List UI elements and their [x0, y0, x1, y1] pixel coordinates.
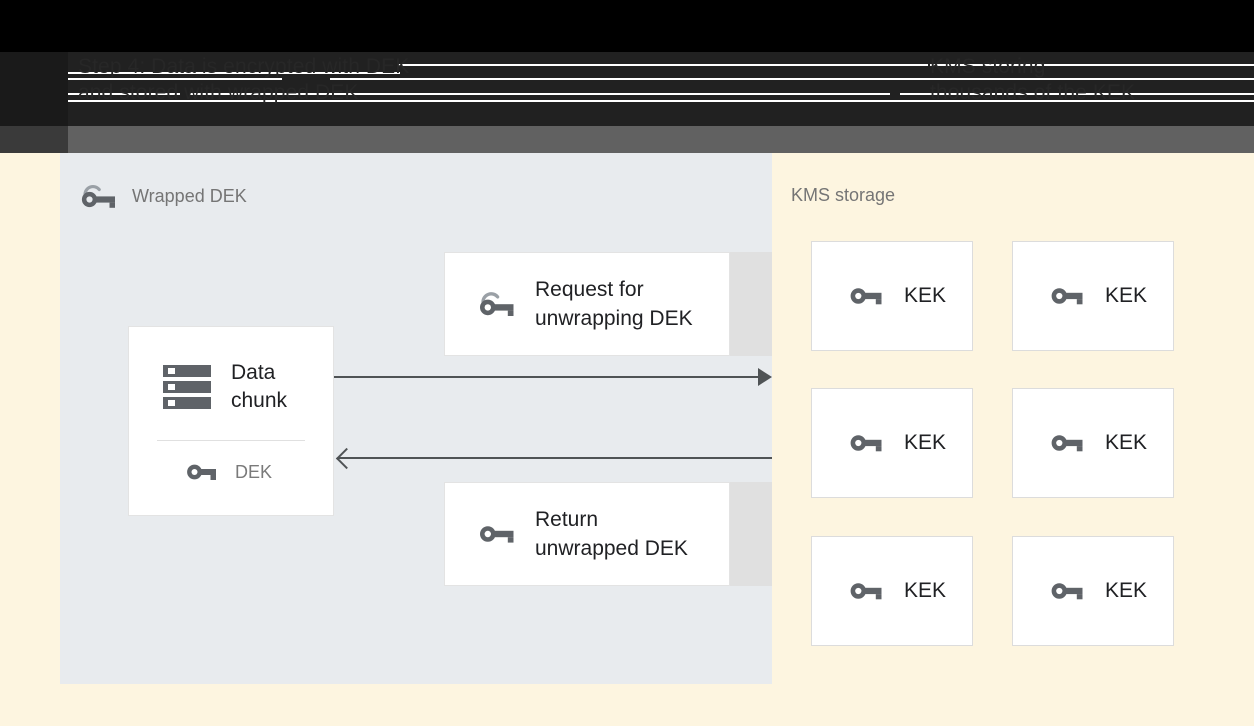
request-unwrapping-line-1: Request for [535, 278, 644, 301]
data-chunk-icon [161, 362, 213, 412]
request-arrow-head [758, 368, 772, 386]
title-bar [0, 52, 1254, 126]
return-unwrapped-label: Return unwrapped DEK [535, 505, 688, 563]
kek-label: KEK [904, 284, 947, 307]
key-icon [1050, 431, 1086, 455]
dek-label: DEK [235, 462, 273, 482]
return-arrow-line [338, 457, 772, 459]
request-arrow-line [334, 376, 758, 378]
kek-box[interactable]: KEK [1012, 241, 1174, 351]
kek-label: KEK [1105, 579, 1148, 602]
return-unwrapped-line-2: unwrapped DEK [535, 537, 688, 560]
return-card-extension [728, 482, 772, 586]
window-title-right-line-2: thousands of the KEK [930, 81, 1136, 104]
data-chunk-row: Data chunk [161, 359, 287, 415]
key-icon [186, 461, 218, 483]
key-icon [849, 284, 885, 308]
dek-row: DEK [186, 461, 272, 483]
kek-label: KEK [1105, 431, 1148, 454]
wrapped-dek-header-label: Wrapped DEK [132, 186, 247, 206]
kek-box[interactable]: KEK [1012, 388, 1174, 498]
wrapped-dek-header: Wrapped DEK [79, 181, 247, 211]
window-title-secondary: KMS storing thousands of the KEK [930, 54, 1135, 106]
kek-label: KEK [904, 579, 947, 602]
request-unwrapping-line-2: unwrapping DEK [535, 307, 693, 330]
request-card-extension [728, 252, 772, 356]
window-title: Step 4: Data is encrypted with DEK and s… [78, 54, 1078, 106]
key-icon [1050, 284, 1086, 308]
request-unwrapping-card[interactable]: Request for unwrapping DEK [444, 252, 730, 356]
key-icon [477, 520, 519, 548]
kms-storage-header-label: KMS storage [791, 185, 896, 205]
request-unwrapping-label: Request for unwrapping DEK [535, 275, 693, 333]
data-chunk-label: Data chunk [231, 359, 287, 415]
kek-label: KEK [1105, 284, 1148, 307]
window-title-line-2: and stored with wrapped DEK [78, 81, 359, 104]
return-unwrapped-card[interactable]: Return unwrapped DEK [444, 482, 730, 586]
data-chunk-label-line-1: Data [231, 361, 276, 384]
key-icon [849, 579, 885, 603]
top-black-band [0, 0, 1254, 52]
window-title-right-line-1: KMS storing [930, 55, 1046, 78]
key-icon [1050, 579, 1086, 603]
kek-label: KEK [904, 431, 947, 454]
title-bar-left-edge [0, 52, 68, 126]
kek-box[interactable]: KEK [811, 388, 973, 498]
toolbar-band-left-edge [0, 126, 68, 153]
wrapped-key-icon [477, 288, 519, 320]
window-title-line-1: Step 4: Data is encrypted with DEK [78, 55, 410, 78]
key-icon [849, 431, 885, 455]
return-unwrapped-line-1: Return [535, 508, 599, 531]
data-chunk-label-line-2: chunk [231, 389, 288, 412]
data-chunk-card[interactable]: Data chunk DEK [128, 326, 334, 516]
kek-box[interactable]: KEK [811, 241, 973, 351]
data-chunk-divider [157, 440, 305, 441]
kek-box[interactable]: KEK [811, 536, 973, 646]
toolbar-band [0, 126, 1254, 153]
wrapped-key-icon [79, 181, 119, 211]
kek-box[interactable]: KEK [1012, 536, 1174, 646]
